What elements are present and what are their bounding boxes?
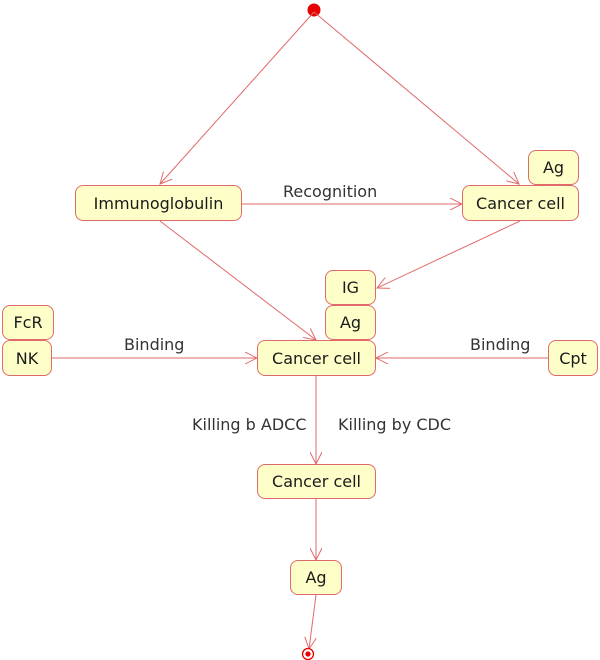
node-nk: NK	[2, 340, 52, 376]
label-killing-adcc: Killing b ADCC	[192, 415, 307, 434]
label-binding-right: Binding	[470, 335, 531, 354]
node-ig: IG	[325, 270, 376, 305]
node-cancer-cell-top: Cancer cell	[462, 185, 579, 221]
label-binding-left: Binding	[124, 335, 185, 354]
node-cpt: Cpt	[548, 340, 598, 376]
node-immunoglobulin: Immunoglobulin	[75, 185, 242, 221]
end-node-inner	[305, 651, 311, 657]
node-cancer-cell-mid: Cancer cell	[257, 340, 376, 376]
edge-start-to-immunoglobulin	[160, 11, 315, 184]
edge-cancer-cell-to-ig	[377, 220, 521, 288]
node-ag-bottom: Ag	[290, 560, 342, 595]
node-fcr: FcR	[2, 305, 54, 340]
edge-immunoglobulin-to-cancer-cell	[159, 220, 316, 340]
edge-start-to-cancer-cell-top	[313, 11, 519, 184]
label-killing-cdc: Killing by CDC	[338, 415, 452, 434]
node-ag-top: Ag	[528, 150, 579, 185]
node-ag-mid: Ag	[325, 305, 376, 340]
node-cancer-cell-bottom: Cancer cell	[257, 464, 376, 499]
start-node	[307, 3, 321, 17]
edge-ag-to-end	[309, 594, 317, 649]
label-recognition: Recognition	[283, 182, 378, 201]
